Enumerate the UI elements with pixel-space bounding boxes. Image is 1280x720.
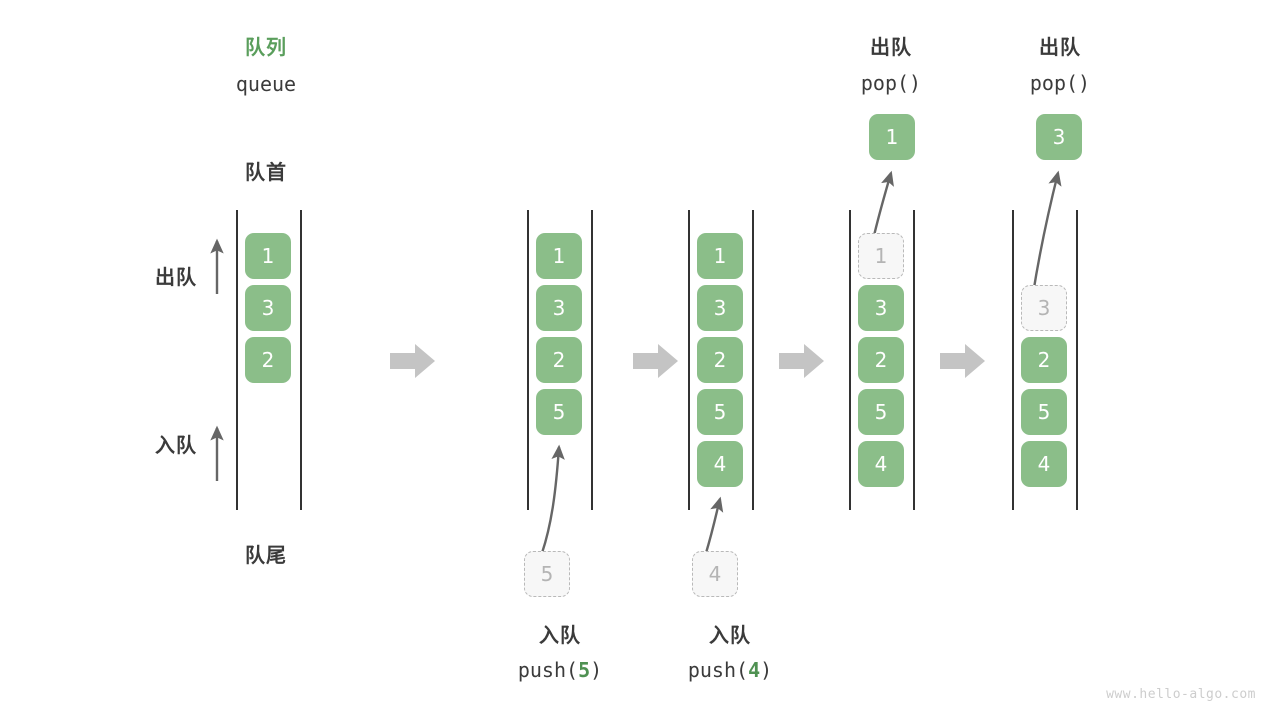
stage-caption-cn: 入队 <box>539 623 581 647</box>
stage-caption-op: push(4) <box>688 657 772 683</box>
queue-cell: 3 <box>858 285 904 331</box>
queue-cell: 1 <box>697 233 743 279</box>
queue-cell: 3 <box>536 285 582 331</box>
caption-op-arg: 4 <box>748 658 761 682</box>
caption-op-arg: 5 <box>578 658 591 682</box>
stage-caption-op: pop() <box>860 71 922 95</box>
stage-transition-arrow <box>779 341 825 381</box>
queue-cell: 4 <box>858 441 904 487</box>
stage-caption-cn: 入队 <box>709 623 751 647</box>
stage-caption-cn: 出队 <box>1039 35 1081 59</box>
queue-cell: 1 <box>245 233 291 279</box>
stage-caption-op: pop() <box>1029 71 1091 95</box>
caption-op-name: push( <box>687 658 749 682</box>
stage-transition-arrow <box>940 341 986 381</box>
queue-cell: 5 <box>697 389 743 435</box>
incoming-value-cell: 5 <box>524 551 570 597</box>
queue-cell: 1 <box>536 233 582 279</box>
queue-cell: 4 <box>1021 441 1067 487</box>
queue-cell: 4 <box>697 441 743 487</box>
queue-tail-label: 队尾 <box>245 543 287 567</box>
queue-cell-removed: 1 <box>858 233 904 279</box>
pop-1-arrow <box>871 170 894 241</box>
queue-cell: 3 <box>245 285 291 331</box>
queue-rail-right <box>1076 210 1078 510</box>
queue-rail-left <box>236 210 238 510</box>
popped-value-cell: 1 <box>869 114 915 160</box>
push-5-arrow <box>540 444 565 554</box>
caption-op-close: ) <box>760 658 773 682</box>
queue-cell-removed: 3 <box>1021 285 1067 331</box>
queue-rail-right <box>913 210 915 510</box>
stage-caption-cn: 出队 <box>870 35 912 59</box>
incoming-value-cell: 4 <box>692 551 738 597</box>
queue-rail-right <box>591 210 593 510</box>
queue-rail-right <box>300 210 302 510</box>
queue-rail-left <box>849 210 851 510</box>
stage-transition-arrow <box>390 341 436 381</box>
queue-rail-left <box>1012 210 1014 510</box>
queue-cell: 2 <box>1021 337 1067 383</box>
watermark: www.hello-algo.com <box>1106 687 1256 702</box>
pop-3-arrow <box>1031 170 1062 295</box>
queue-head-label: 队首 <box>245 160 287 184</box>
queue-rail-right <box>752 210 754 510</box>
enqueue-direction-label: 入队 <box>155 433 197 457</box>
diagram-title-en: queue <box>235 72 297 96</box>
dequeue-direction-label: 出队 <box>155 265 197 289</box>
queue-cell: 2 <box>245 337 291 383</box>
caption-op-close: ) <box>590 658 603 682</box>
diagram-title-cn: 队列 <box>245 35 287 59</box>
queue-cell: 5 <box>1021 389 1067 435</box>
queue-rail-left <box>688 210 690 510</box>
stage-transition-arrow <box>633 341 679 381</box>
queue-cell: 2 <box>697 337 743 383</box>
push-4-arrow <box>704 496 724 554</box>
popped-value-cell: 3 <box>1036 114 1082 160</box>
stage-caption-op: push(5) <box>518 657 602 683</box>
queue-rail-left <box>527 210 529 510</box>
queue-cell: 2 <box>536 337 582 383</box>
caption-op-name: push( <box>517 658 579 682</box>
queue-cell: 5 <box>858 389 904 435</box>
queue-cell: 5 <box>536 389 582 435</box>
queue-cell: 3 <box>697 285 743 331</box>
queue-cell: 2 <box>858 337 904 383</box>
